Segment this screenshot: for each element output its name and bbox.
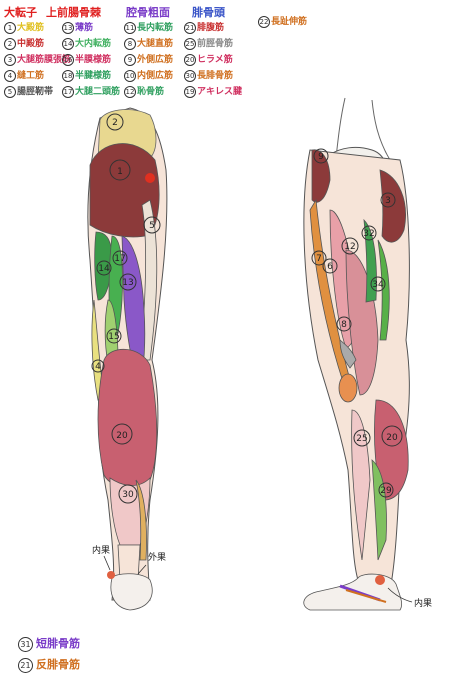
label-number: 12 (344, 242, 355, 252)
label-number: 15 (108, 332, 119, 342)
label-number: 1 (117, 167, 123, 177)
label-number: 9 (318, 152, 324, 162)
label-circle (112, 250, 128, 266)
outer-ankle-arrow (137, 564, 147, 575)
peroneus-back (135, 479, 147, 561)
legend-header-1: 大転子 (4, 6, 37, 19)
greater-trochanter-mark (145, 173, 155, 183)
label-circle (313, 148, 329, 164)
back-view-leg (87, 107, 168, 611)
semitendinosus-side (377, 239, 390, 341)
gastrocnemius (97, 348, 158, 489)
label-circle (322, 258, 338, 274)
inner-ankle-side-label: 内果 (414, 597, 432, 609)
label-circle (118, 484, 138, 504)
foot-tendon-orange (345, 589, 387, 603)
label-number: 30 (122, 490, 134, 500)
gastrocnemius-side (374, 399, 409, 501)
label-circle (119, 273, 137, 291)
gluteus-maximus-side (379, 169, 406, 243)
label-number: 3 (385, 196, 391, 206)
label-number: 7 (316, 254, 322, 264)
inner-ankle-arrow (103, 555, 111, 571)
label-number: 17 (114, 254, 125, 264)
biceps-femoris-side (363, 218, 377, 303)
label-circle (311, 250, 327, 266)
label-number: 32 (363, 229, 374, 239)
label-circle (341, 237, 359, 255)
torso-line-right (371, 99, 391, 161)
label-number: 8 (341, 320, 347, 330)
legend-header-2: 上前腸骨棘 (46, 6, 101, 19)
label-circle (381, 425, 403, 447)
inner-ankle-mark (107, 571, 115, 579)
side-view-leg (303, 97, 413, 611)
label-number: 5 (149, 221, 155, 231)
label-circle (378, 482, 394, 498)
tibialis-anterior (351, 409, 371, 561)
label-number: 34 (372, 280, 384, 290)
label-circle (336, 316, 352, 332)
ankle-pointer (387, 587, 413, 603)
inner-ankle-label: 内果 (92, 544, 110, 556)
patella (338, 373, 358, 403)
label-circle (143, 216, 161, 234)
label-number: 13 (122, 278, 133, 288)
back-heel (110, 573, 153, 611)
label-number: 20 (386, 433, 398, 443)
label-number: 25 (356, 434, 367, 444)
label-number: 20 (116, 431, 128, 441)
iliotibial-band-side (339, 339, 357, 369)
peroneus-longus (371, 459, 387, 561)
label-circle (109, 159, 131, 181)
gluteus-maximus (89, 143, 160, 238)
label-circle (370, 276, 386, 292)
label-circle (361, 225, 377, 241)
adductor-magnus (94, 231, 113, 301)
back-view-labels: 2 1 5 14 17 13 15 4 20 30 (91, 113, 161, 504)
label-circle (91, 359, 105, 373)
label-circle (353, 429, 371, 447)
label-circle (380, 192, 396, 208)
legend-header-3: 腔骨粗面 (126, 6, 170, 19)
label-number: 4 (95, 362, 101, 372)
label-number: 14 (98, 264, 110, 274)
legend-header-4: 腓骨頭 (192, 6, 225, 19)
label-number: 2 (112, 118, 118, 128)
label-circle (111, 423, 133, 445)
label-circle (106, 328, 122, 344)
inner-ankle-side-mark (375, 575, 385, 585)
label-number: 29 (380, 486, 392, 496)
label-circle (106, 113, 124, 131)
label-number: 6 (327, 262, 333, 272)
side-view-labels: 9 3 12 32 34 7 6 8 25 20 29 (311, 148, 403, 498)
outer-ankle-label: 外果 (148, 551, 166, 563)
label-circle (96, 260, 112, 276)
